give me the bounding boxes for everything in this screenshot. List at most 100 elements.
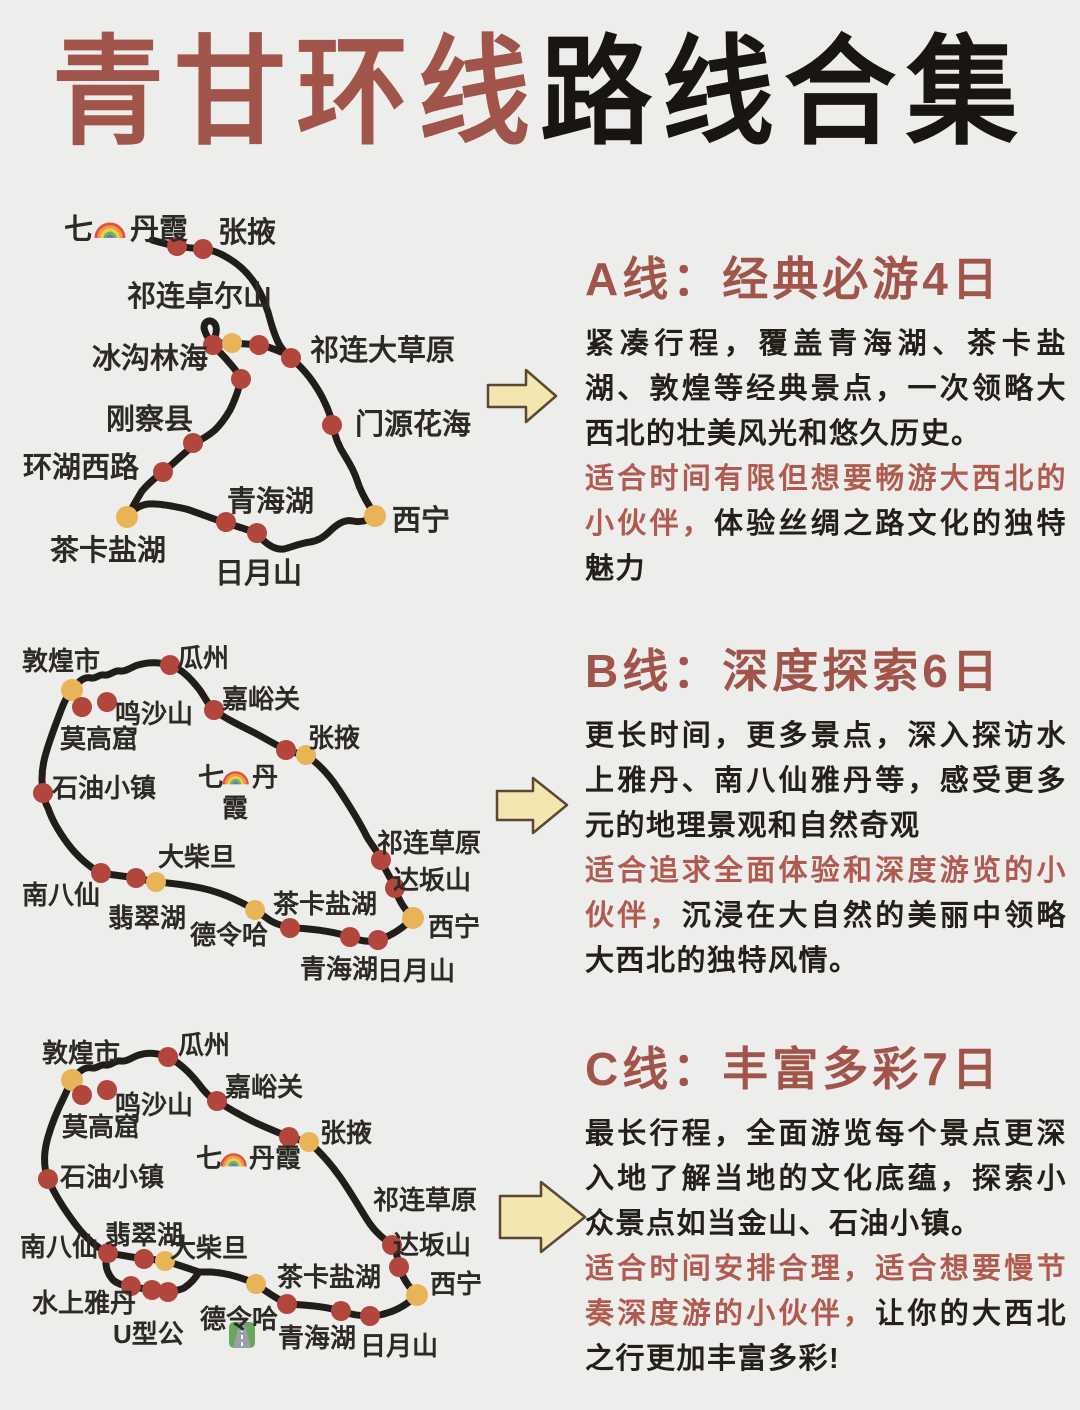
map-c-label-jiayuguan: 嘉峪关 xyxy=(225,1072,303,1102)
poi-dot-red xyxy=(389,1257,409,1277)
map-a-label-qicai-right: 丹霞 xyxy=(130,214,188,246)
map-c-label-dachaidan: 大柴旦 xyxy=(170,1233,248,1263)
section-c-desc-red: 适合时间安排合理，适合想要慢节奏深度游的小伙伴， xyxy=(585,1253,1067,1330)
map-b-label-delingha: 德令哈 xyxy=(190,920,268,950)
map-c-label-zhangye: 张掖 xyxy=(320,1118,372,1148)
poi-dot-yellow xyxy=(245,900,265,920)
poi-dot-red xyxy=(281,348,301,368)
map-c-label-chaka: 茶卡盐湖 xyxy=(277,1262,381,1292)
poi-dot-yellow xyxy=(155,1251,175,1271)
map-a-label-qilian-zhuoershan: 祁连卓尔山 xyxy=(127,279,272,313)
poi-dot-red xyxy=(38,1169,58,1189)
map-b-label-dunhuang: 敦煌市 xyxy=(22,646,100,676)
map-a-label-huanhu-xilu: 环湖西路 xyxy=(23,451,140,484)
route-map-b: 敦煌市 瓜州 嘉峪关 鸣沙山 莫高窟 张掖 七 丹 霞 石油小镇 祁连草原 大柴… xyxy=(22,643,481,986)
rainbow-icon xyxy=(222,771,249,785)
map-c-label-mingsha-shan: 鸣沙山 xyxy=(115,1090,193,1120)
section-b-heading: B线：深度探索6日 xyxy=(585,645,1002,697)
map-b-label-qilian-caoyuan: 祁连草原 xyxy=(377,828,481,858)
poi-dot-red xyxy=(279,1127,299,1147)
map-c-label-qilian-caoyuan: 祁连草原 xyxy=(373,1185,477,1215)
rainbow-icon xyxy=(94,222,126,239)
section-a-desc-red: 适合时间有限但想要畅游大西北的小伙伴， xyxy=(585,463,1067,540)
poi-dot-yellow xyxy=(364,505,386,527)
section-c-heading: C线：丰富多彩7日 xyxy=(585,1043,1002,1095)
map-c-label-u-road: U型公 xyxy=(113,1319,184,1349)
poi-dot-red xyxy=(204,700,224,720)
rainbow-icon xyxy=(220,1153,247,1167)
map-a-label-qilian-dacaoyuan: 祁连大草原 xyxy=(310,333,455,367)
poi-dot-red xyxy=(167,236,187,256)
map-a-label-zhangye: 张掖 xyxy=(218,215,276,249)
section-a-desc-2: 适合时间有限但想要畅游大西北的小伙伴，体验丝绸之路文化的独特魅力 xyxy=(585,457,1067,592)
poi-dot-red xyxy=(121,1276,141,1296)
page-title-black: 路线合集 xyxy=(540,26,1028,159)
map-a-label-riyue-shan: 日月山 xyxy=(215,557,302,590)
map-b-label-qinghai-hu: 青海湖 xyxy=(300,954,378,984)
section-b-desc-red: 适合追求全面体验和深度游览的小伙伴， xyxy=(585,855,1067,932)
section-b-desc-2: 适合追求全面体验和深度游览的小伙伴，沉浸在大自然的美丽中领略大西北的独特风情。 xyxy=(585,849,1067,984)
poi-dot-yellow xyxy=(246,1274,266,1294)
poi-dot-red xyxy=(231,369,251,389)
map-c-label-qinghai-hu: 青海湖 xyxy=(278,1323,356,1353)
section-b-desc-black: 更长时间，更多景点，深入探访水上雅丹、南八仙雅丹等，感受更多元的地理景观和自然奇… xyxy=(585,720,1067,842)
map-b-label-shiyou: 石油小镇 xyxy=(51,773,156,803)
poi-dot-red xyxy=(277,1294,297,1314)
map-c-label-feicui-hu: 翡翠湖 xyxy=(105,1220,183,1250)
poi-dot-red xyxy=(207,1091,227,1111)
map-c-label-qicai-right: 丹霞 xyxy=(249,1143,302,1173)
map-c-label-guazhou: 瓜州 xyxy=(178,1030,230,1060)
map-b-label-feicui-hu: 翡翠湖 xyxy=(108,903,186,933)
map-a-label-qinghai-hu: 青海湖 xyxy=(227,485,314,518)
poi-dot-yellow xyxy=(222,333,242,353)
poi-dot-yellow xyxy=(146,872,166,892)
poi-dot-yellow xyxy=(406,1284,428,1306)
map-a-label-gangcha: 刚察县 xyxy=(106,403,193,436)
map-a-label-xining: 西宁 xyxy=(392,503,450,537)
map-c-label-daban-shan: 达坂山 xyxy=(393,1230,471,1260)
poi-dot-red xyxy=(371,850,391,870)
poi-dot-red xyxy=(385,878,405,898)
section-c-text: C线：丰富多彩7日 最长行程，全面游览每个景点更深入地了解当地的文化底蕴，探索小… xyxy=(585,1040,1067,1382)
poi-dot-red xyxy=(340,927,360,947)
map-c-label-shuishang-yadan: 水上雅丹 xyxy=(32,1288,136,1318)
section-a-desc-black2: 体验丝绸之路文化的独特魅力 xyxy=(585,508,1067,585)
poi-dot-red xyxy=(134,1249,154,1269)
poi-dot-yellow xyxy=(116,506,138,528)
section-c-desc-black2: 让你的大西北之行更加丰富多彩! xyxy=(585,1298,1067,1375)
poi-dot-red xyxy=(153,462,173,482)
section-a-desc-1: 紧凑行程，覆盖青海湖、茶卡盐湖、敦煌等经典景点，一次领略大西北的壮美风光和悠久历… xyxy=(585,322,1067,457)
map-c-label-nanbaxian: 南八仙 xyxy=(20,1232,98,1262)
section-c-desc-black: 最长行程，全面游览每个景点更深入地了解当地的文化底蕴，探索小众景点如当金山、石油… xyxy=(585,1118,1067,1240)
map-b-label-guazhou: 瓜州 xyxy=(177,643,229,673)
poi-dot-red xyxy=(322,415,342,435)
poi-dot-red xyxy=(249,335,269,355)
map-b-label-qicai-bottom: 霞 xyxy=(222,793,249,823)
poi-dot-red xyxy=(280,918,300,938)
motorway-icon xyxy=(229,1322,255,1348)
section-b-desc-black2: 沉浸在大自然的美丽中领略大西北的独特风情。 xyxy=(585,900,1067,977)
map-a-label-chaka: 茶卡盐湖 xyxy=(50,534,166,567)
page-title: 青甘环线路线合集 xyxy=(0,3,1080,183)
map-c-label-riyue-shan: 日月山 xyxy=(360,1331,438,1361)
poi-dot-red xyxy=(142,1280,162,1300)
poi-dot-red xyxy=(98,1243,118,1263)
section-c-desc-2: 适合时间安排合理，适合想要慢节奏深度游的小伙伴，让你的大西北之行更加丰富多彩! xyxy=(585,1247,1067,1382)
map-b-label-nanbaxian: 南八仙 xyxy=(22,880,100,910)
poi-dot-red xyxy=(158,1282,178,1302)
route-map-a: 七 丹霞 张掖 祁连卓尔山 冰沟林海 祁连大草原 刚察县 门源花海 环湖西路 青… xyxy=(23,213,471,590)
poi-dot-red xyxy=(203,335,223,355)
poi-dot-yellow xyxy=(402,907,424,929)
poi-dot-yellow xyxy=(299,1132,319,1152)
map-b-label-daban-shan: 达坂山 xyxy=(393,865,471,895)
section-a-heading: A线：经典必游4日 xyxy=(585,253,1002,305)
poi-dot-red xyxy=(33,783,53,803)
section-a-text: A线：经典必游4日 紧凑行程，覆盖青海湖、茶卡盐湖、敦煌等经典景点，一次领略大西… xyxy=(585,250,1067,592)
map-c-label-xining: 西宁 xyxy=(430,1269,482,1299)
map-b-label-qicai-left: 七 xyxy=(198,762,224,792)
poi-dot-red xyxy=(216,512,236,532)
map-b-label-zhangye: 张掖 xyxy=(308,723,360,753)
map-b-label-mingsha-shan: 鸣沙山 xyxy=(115,699,193,729)
map-a-label-binggou-linhai: 冰沟林海 xyxy=(92,342,208,375)
